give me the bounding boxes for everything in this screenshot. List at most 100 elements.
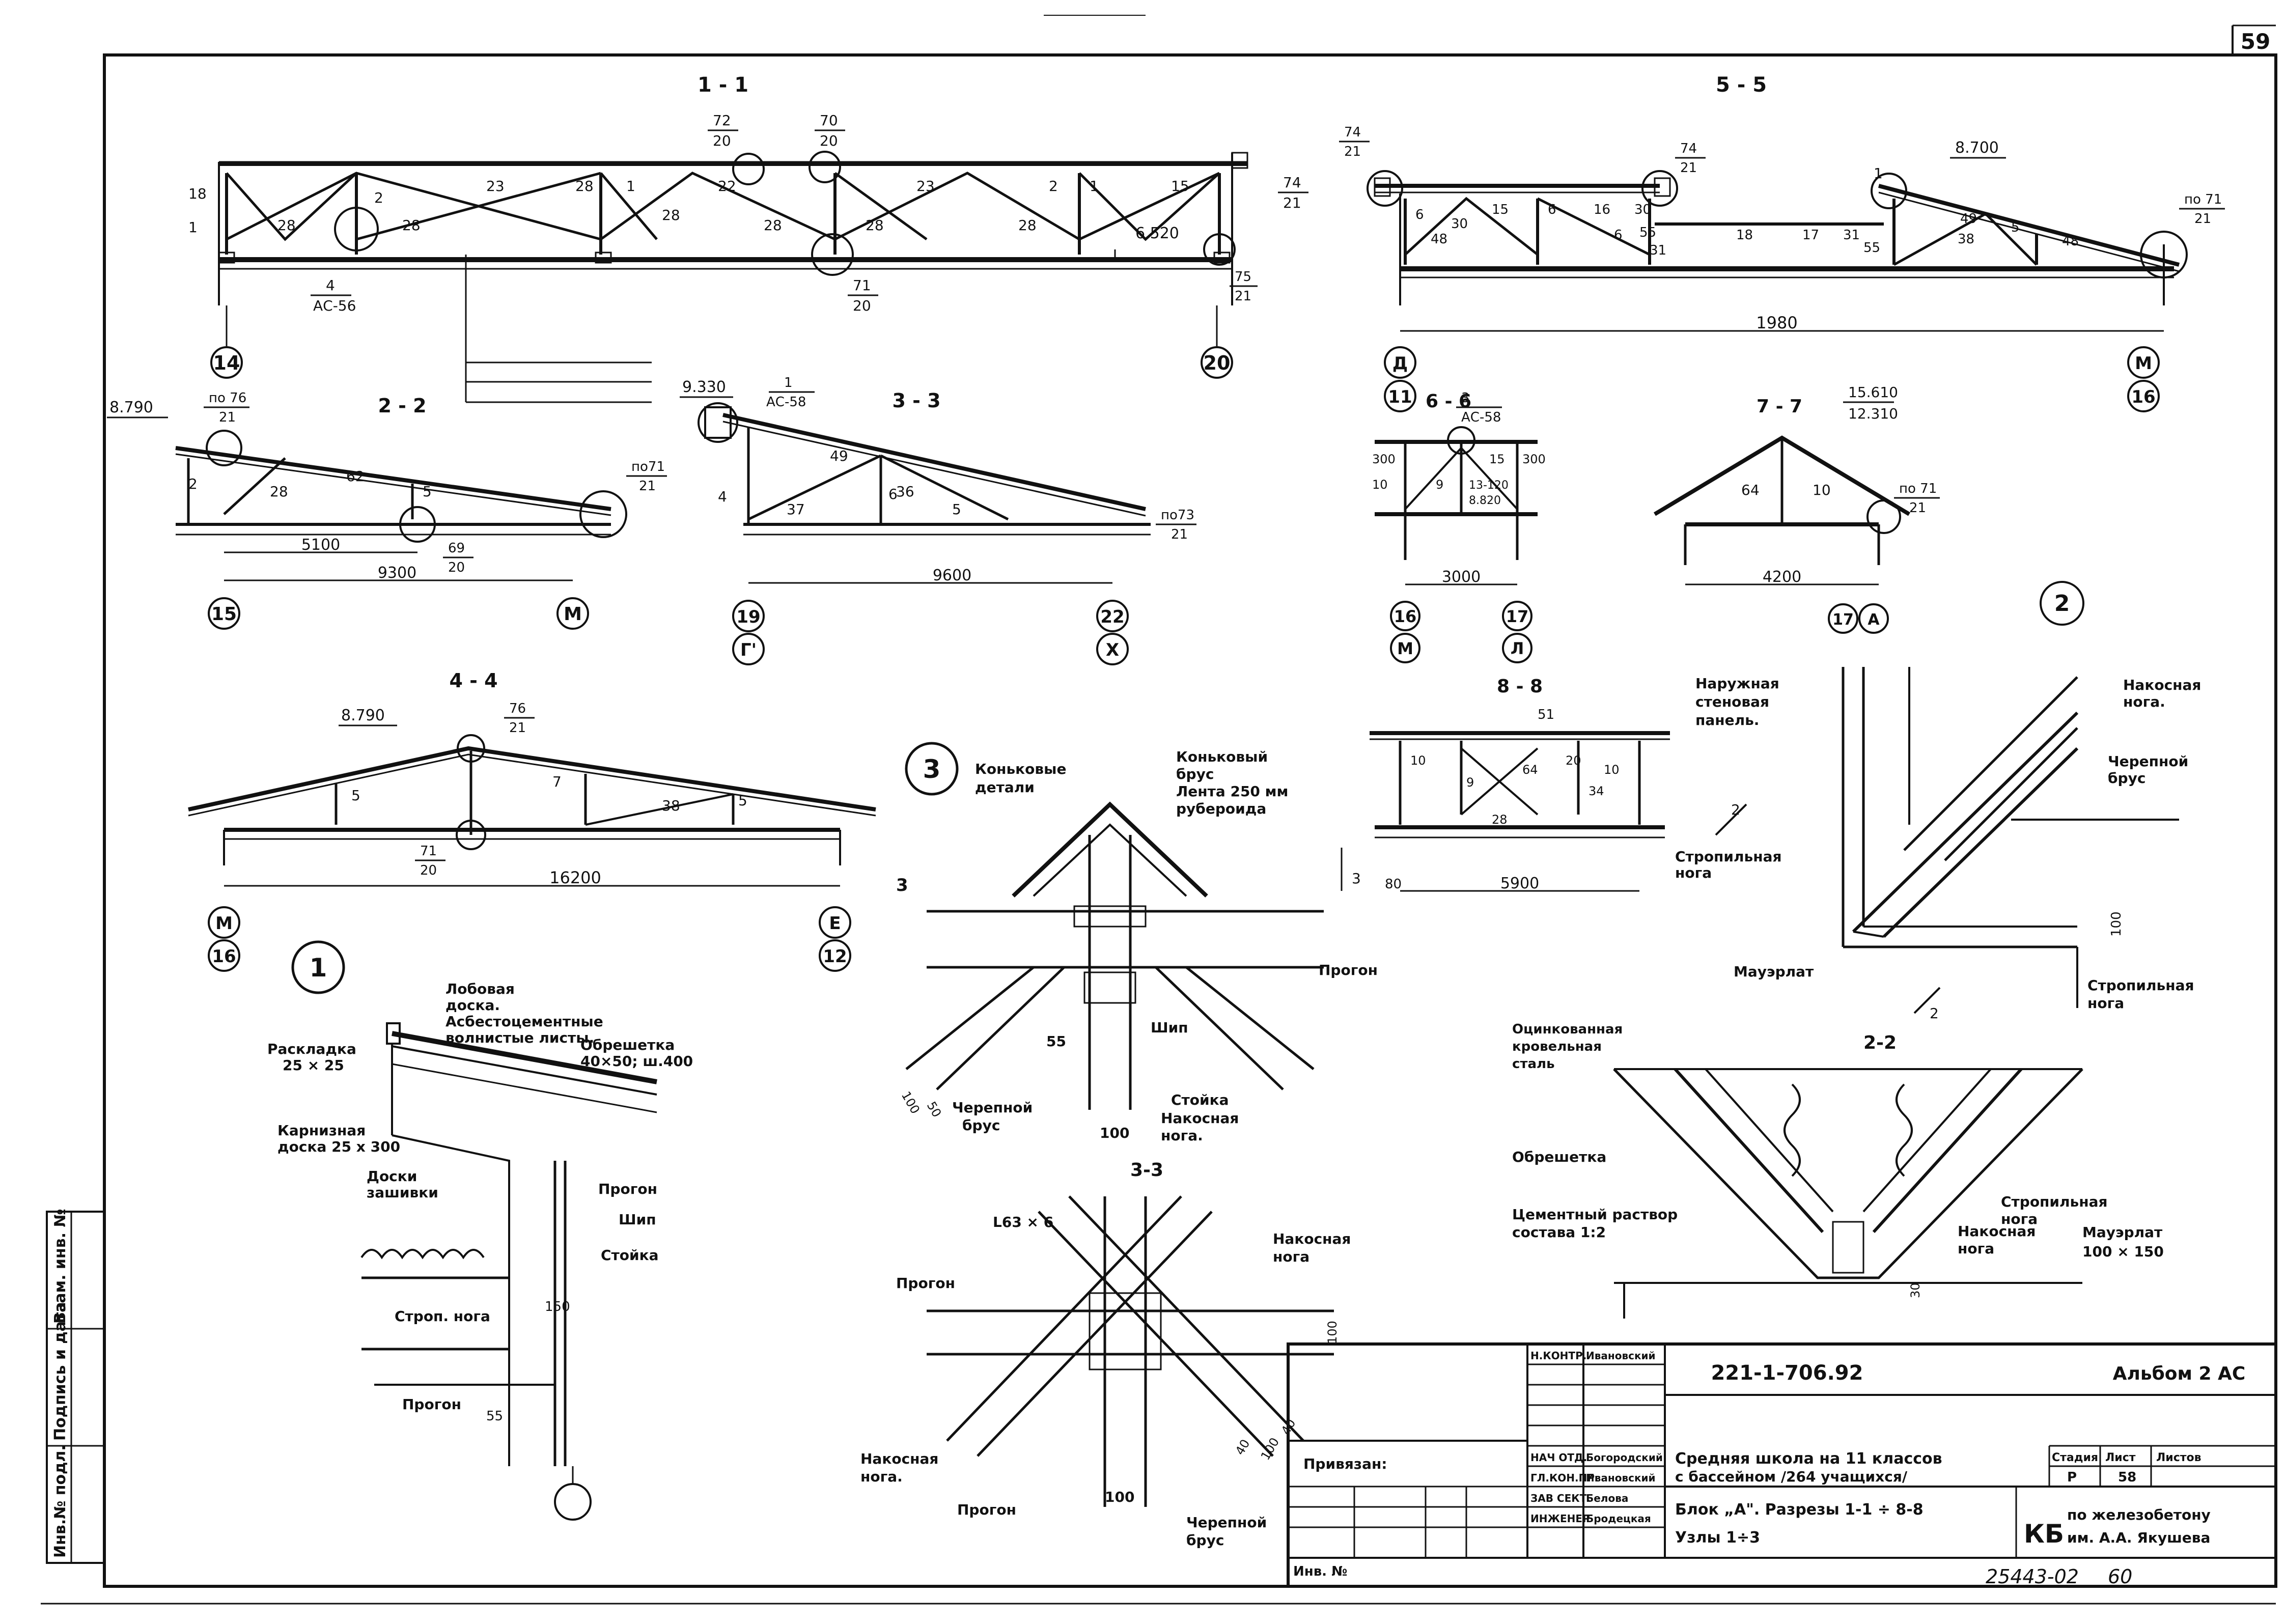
title-privyazan: Привязан:: [1303, 1455, 1387, 1472]
label: Доски: [367, 1168, 417, 1185]
role-name: Ивановский: [1586, 1350, 1656, 1362]
title-stage: Р: [2067, 1470, 2077, 1485]
section-2-2-title: 2 - 2: [378, 395, 426, 417]
mark: 48: [2062, 234, 2079, 249]
callout-po71-77-sheet: 21: [1909, 500, 1926, 516]
axis-A-77: А: [1868, 611, 1880, 629]
mark: 30: [1634, 202, 1651, 217]
mark: 20: [1566, 753, 1581, 768]
mark: 28: [402, 217, 421, 234]
label: панель.: [1695, 712, 1759, 729]
label: Раскладка: [267, 1041, 356, 1057]
node-3-3-title: 3-3: [1130, 1160, 1163, 1181]
section-7-7: 7 - 7 15.610 12.310 64 10 по 71 21 4200 …: [1653, 384, 2084, 634]
dim-3000: 3000: [1442, 568, 1481, 586]
label: Черепной: [952, 1099, 1033, 1116]
dim-30: 30: [1908, 1282, 1922, 1298]
title-lists-h: Листов: [2156, 1451, 2202, 1464]
mark: 5: [423, 483, 432, 500]
mark: 5: [351, 787, 360, 804]
axis-M: М: [564, 604, 582, 625]
axis-16: 16: [2131, 387, 2155, 407]
callout-4: 4: [326, 277, 335, 294]
callout-po71-55-sheet: 21: [2194, 211, 2211, 227]
role-name: Бродецкая: [1586, 1513, 1651, 1525]
label: Прогон: [1319, 962, 1378, 978]
callout-po73-sheet: 21: [1171, 527, 1188, 542]
cut-3-label: 3: [896, 875, 908, 895]
label: Черепной: [1186, 1514, 1267, 1531]
callout-71: 71: [853, 277, 871, 294]
sheet-frame: 59: [41, 15, 2277, 1605]
title-album: Альбом 2 АС: [2113, 1363, 2246, 1384]
node-2-2-title: 2-2: [1863, 1032, 1897, 1053]
footer-page: 60: [2108, 1565, 2132, 1588]
label: Шип: [1151, 1019, 1188, 1036]
label: Мауэрлат: [1734, 963, 1814, 980]
label: L63 × 6: [993, 1214, 1053, 1230]
mark: 15: [1489, 452, 1505, 466]
role-name: Белова: [1586, 1492, 1628, 1504]
label: Цементный раствор: [1512, 1206, 1678, 1223]
section-1-1: 1 - 1 14 20 6.520 1: [188, 73, 1308, 379]
label: Прогон: [957, 1501, 1016, 1518]
section-3-3-title: 3 - 3: [892, 389, 940, 412]
title-org-1: по железобетону: [2067, 1506, 2211, 1523]
label: Прогон: [402, 1396, 461, 1413]
mark: 48: [1431, 232, 1447, 247]
label: сталь: [1512, 1056, 1555, 1072]
label: Коньковый: [1176, 748, 1268, 765]
label: Накосная: [2123, 677, 2201, 693]
label: доска.: [445, 997, 500, 1014]
dim-5100: 5100: [301, 536, 340, 554]
stamp-vzam-inv: Взам. инв. №: [51, 1209, 69, 1324]
mark: 49: [1960, 211, 1977, 227]
mark: 17: [1802, 228, 1819, 243]
mark: 28: [575, 178, 594, 194]
label: Обрешетка: [1512, 1149, 1606, 1165]
mark: 5: [2011, 220, 2020, 235]
mark: 18: [1736, 228, 1753, 243]
dim-4200: 4200: [1763, 568, 1801, 586]
label: Оцинкованная: [1512, 1022, 1623, 1037]
mark: 5: [738, 792, 747, 809]
mark: 62: [346, 468, 365, 485]
callout-3-sheet: АС-58: [1461, 410, 1501, 425]
label: рубероида: [1176, 800, 1266, 817]
axis-22: 22: [1100, 607, 1124, 627]
label: нога.: [1161, 1127, 1203, 1144]
axis-15: 15: [211, 604, 237, 625]
mark: 28: [1018, 217, 1037, 234]
callout-69: 69: [448, 541, 465, 556]
mark: 55: [1639, 225, 1656, 240]
section-7-7-title: 7 - 7: [1757, 396, 1802, 417]
title-project-2: с бассейном /264 учащихся/: [1675, 1468, 1908, 1485]
label: Карнизная: [277, 1122, 366, 1139]
mark: 30: [1451, 216, 1468, 232]
dim-100-33b: 100: [1105, 1489, 1134, 1505]
label: Коньковые: [975, 761, 1066, 777]
label: нога.: [2123, 693, 2165, 710]
mark: 10: [1410, 753, 1426, 768]
role: ЗАВ СЕКТ.: [1530, 1492, 1591, 1504]
callout-74-a: 74: [1344, 125, 1361, 140]
callout-74-a-sheet: 21: [1344, 144, 1361, 159]
stamp-inv-podl: Инв.№ подл.: [51, 1445, 69, 1558]
callout-70: 70: [820, 112, 838, 129]
stamp-signature-date: Подпись и дата: [51, 1302, 69, 1441]
role-name: Богородский: [1586, 1451, 1663, 1464]
section-1-1-title: 1 - 1: [698, 73, 748, 97]
mark: 10: [1604, 763, 1620, 777]
axis-D: Д: [1392, 353, 1408, 374]
mark: 34: [1589, 784, 1604, 798]
role: ИНЖЕНЕР: [1530, 1513, 1590, 1525]
title-inv: Инв. №: [1293, 1564, 1347, 1579]
node-1: 1 Лобовая доска. Асбестоцементные волнис…: [267, 940, 693, 1521]
mark: 55: [1863, 240, 1880, 256]
dim-80: 80: [1385, 877, 1402, 892]
dim-9600: 9600: [933, 567, 971, 584]
callout-3: 3: [1461, 390, 1470, 406]
dim-100-n3b: 100: [899, 1089, 923, 1116]
node-1-badge: 1: [310, 953, 327, 983]
label: 100 × 150: [2082, 1243, 2164, 1260]
